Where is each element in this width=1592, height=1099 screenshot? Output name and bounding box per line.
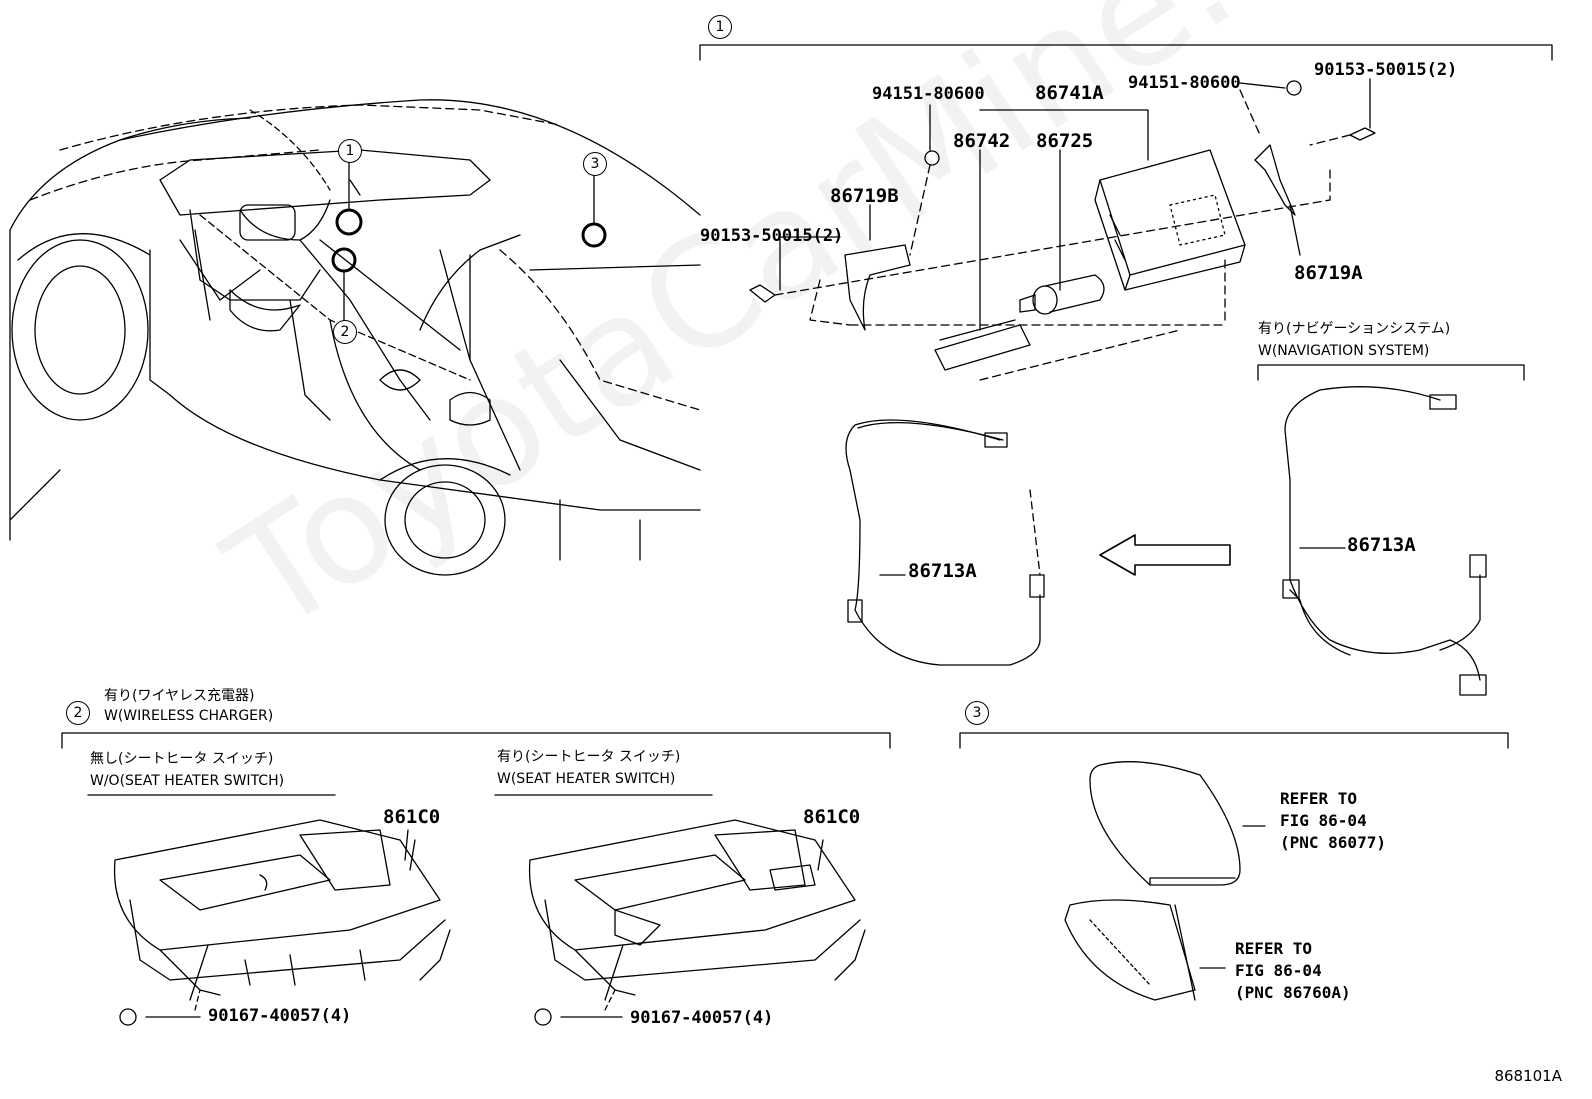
part-label-86741A[interactable]: 86741A: [1035, 82, 1104, 104]
section3-marker: 3: [965, 701, 989, 725]
refer-note-86760A[interactable]: REFER TO FIG 86-04 (PNC 86760A): [1235, 939, 1351, 1002]
section3-bracket: [959, 732, 1509, 749]
car-cutaway-drawing: [9, 99, 701, 576]
wo-seat-heater-en: W/O(SEAT HEATER SWITCH): [90, 773, 285, 789]
section2-condition-en: W(WIRELESS CHARGER): [104, 708, 274, 724]
part-label-90167-right[interactable]: 90167-40057(4): [630, 1008, 774, 1028]
refer-note-86077[interactable]: REFER TO FIG 86-04 (PNC 86077): [1280, 789, 1386, 852]
nav-condition-jp: 有り(ナビゲーションシステム): [1258, 321, 1451, 337]
connector-86725-drawing: [1019, 274, 1105, 315]
navigation-receiver-drawing: [1094, 149, 1246, 291]
nav-bracket: [1257, 364, 1525, 381]
w-seat-heater-en: W(SEAT HEATER SWITCH): [497, 771, 676, 787]
part-label-861C0-left[interactable]: 861C0: [383, 806, 441, 828]
wire-harness-left-drawing: [845, 419, 1045, 666]
wire-harness-right-drawing: [1282, 386, 1487, 696]
diagram-code: 868101A: [1494, 1067, 1562, 1085]
wo-seat-heater-jp: 無し(シートヒータ スイッチ): [90, 751, 274, 767]
marker-2[interactable]: 2: [333, 320, 357, 344]
shark-fin-antenna-drawing: [1089, 761, 1241, 886]
part-label-861C0-right[interactable]: 861C0: [803, 806, 861, 828]
section1-bracket: [699, 44, 1553, 61]
usb-port-drawing: [934, 319, 1031, 371]
part-label-86719B[interactable]: 86719B: [830, 185, 899, 207]
section2-bracket: [61, 732, 891, 749]
part-label-90153-left[interactable]: 90153-50015(2): [700, 226, 844, 246]
part-label-90167-left[interactable]: 90167-40057(4): [208, 1006, 352, 1026]
section2-condition-jp: 有り(ワイヤレス充電器): [104, 688, 255, 704]
section2-marker: 2: [66, 701, 90, 725]
console-right-drawing: [528, 819, 866, 1001]
direction-arrow: [1099, 534, 1231, 576]
part-label-94151-left[interactable]: 94151-80600: [872, 84, 985, 104]
w-seat-heater-jp: 有り(シートヒータ スイッチ): [497, 749, 681, 765]
nav-condition-en: W(NAVIGATION SYSTEM): [1258, 343, 1430, 359]
bracket-86719B-drawing: [844, 244, 911, 331]
part-label-86713A-left[interactable]: 86713A: [908, 560, 977, 582]
part-label-94151-right[interactable]: 94151-80600: [1128, 73, 1241, 93]
part-label-86713A-right[interactable]: 86713A: [1347, 534, 1416, 556]
console-left-drawing: [113, 819, 451, 1001]
section1-marker: 1: [708, 15, 732, 39]
marker-1[interactable]: 1: [338, 139, 362, 163]
antenna-base-drawing: [1064, 899, 1196, 1001]
exploded-assembly-lines: [774, 89, 1351, 381]
marker-3[interactable]: 3: [583, 152, 607, 176]
part-label-86719A[interactable]: 86719A: [1294, 262, 1363, 284]
part-label-86725[interactable]: 86725: [1036, 130, 1094, 152]
part-label-86742[interactable]: 86742: [953, 130, 1011, 152]
bracket-86719A-drawing: [1254, 144, 1296, 216]
part-label-90153-right[interactable]: 90153-50015(2): [1314, 60, 1458, 80]
